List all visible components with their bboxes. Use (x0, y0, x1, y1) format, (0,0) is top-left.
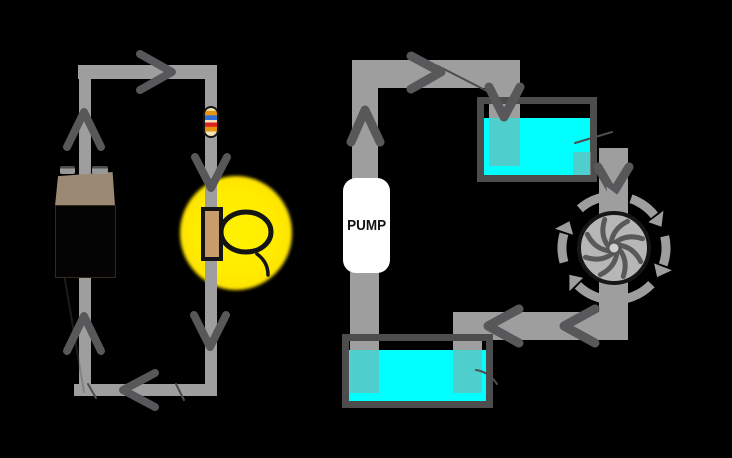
pipe-upper-tank-inlet-submerged (489, 118, 520, 166)
pump: PUMP (343, 178, 390, 273)
battery-cap (55, 172, 115, 206)
pipe-top (352, 60, 520, 88)
pipe-upper-tank-outlet-submerged (573, 152, 591, 175)
resistor (203, 106, 219, 138)
pipe-pump-inlet-submerged (350, 350, 379, 393)
wire-bottom (74, 384, 216, 396)
battery-body (55, 205, 116, 278)
pipe-return-drop (453, 340, 482, 350)
pump-label: PUMP (346, 217, 387, 234)
pipe-pump-outlet (352, 88, 378, 180)
pipe-return-submerged (453, 350, 482, 393)
bulb-base (201, 207, 223, 261)
battery-terminal-positive (92, 166, 108, 174)
battery-terminal-negative (60, 166, 75, 174)
wire-top (78, 65, 217, 79)
bulb-glow (180, 176, 292, 290)
